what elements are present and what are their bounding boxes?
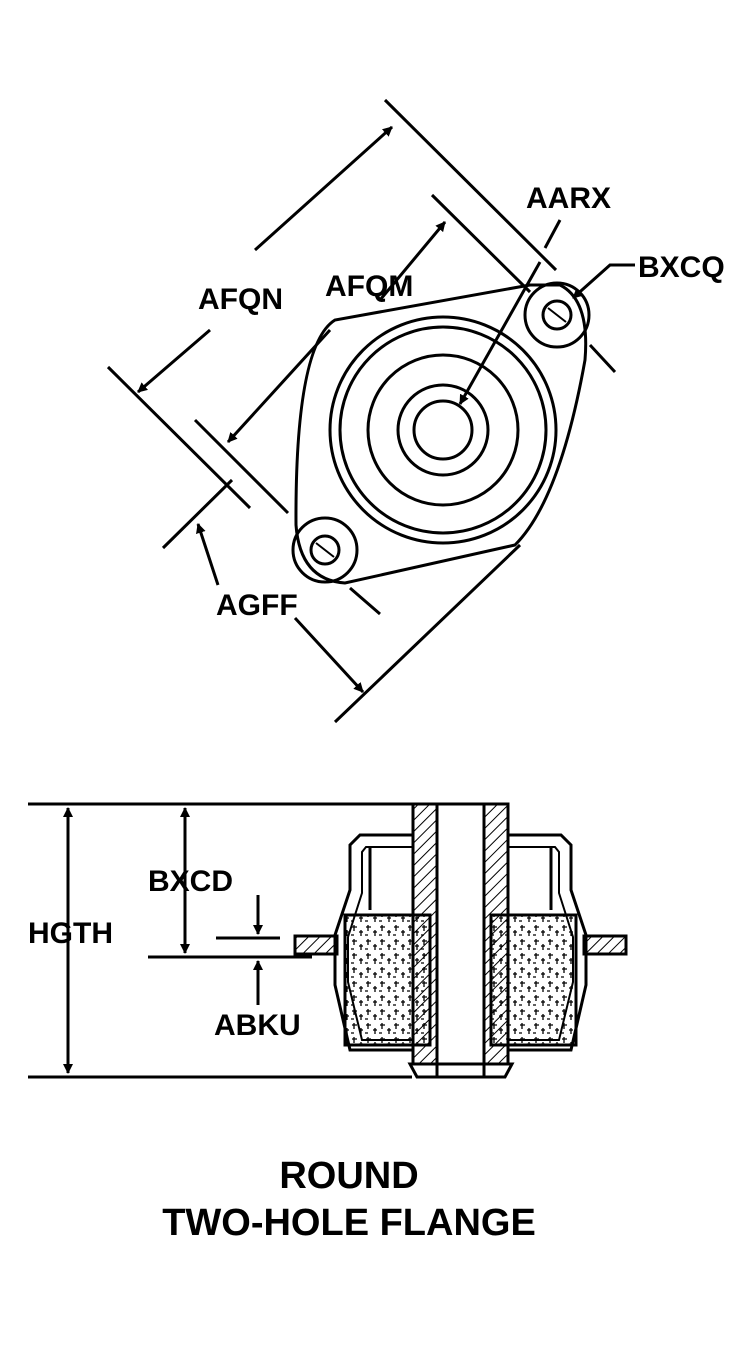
bottom-washer (407, 1062, 515, 1079)
afqn-label: AFQN (198, 283, 283, 316)
rubber-element-left (343, 913, 432, 1047)
flange-tab-right (582, 934, 628, 956)
agff-dimension-line (196, 523, 220, 586)
rubber-element-right (489, 913, 578, 1047)
flange-tab-left (293, 934, 339, 956)
mount-boss-bottom-left (291, 516, 359, 584)
middle-ring (366, 353, 520, 507)
afqm-dimension-line (378, 221, 447, 301)
abku-label: ABKU (214, 1009, 301, 1042)
mount-hole-top-right (541, 299, 573, 331)
bore-hole (412, 399, 474, 461)
bxcq-label: BXCQ (638, 251, 725, 284)
afqn-dimension-line (253, 125, 394, 252)
flange-outline (294, 283, 588, 585)
bxcq-leader (572, 263, 635, 300)
hgth-label: HGTH (28, 917, 113, 950)
bxcd-label: BXCD (148, 865, 233, 898)
inner-ring (396, 383, 490, 477)
aarx-label: AARX (526, 182, 611, 215)
mount-boss-top-right (523, 281, 591, 349)
aarx-leader (543, 219, 562, 249)
top-view: AFQN AFQM AARX BXCQ AGFF (106, 98, 725, 724)
afqm-label: AFQM (325, 270, 413, 303)
caption-line-1: ROUND (279, 1155, 418, 1197)
outer-body-ring (328, 315, 558, 545)
side-view: HGTH BXCD ABKU (28, 802, 628, 1079)
caption-line-2: TWO-HOLE FLANGE (162, 1202, 536, 1244)
agff-label: AGFF (216, 589, 298, 622)
mount-hole-bottom-left (309, 534, 341, 566)
outer-body-ring-2 (338, 325, 548, 535)
